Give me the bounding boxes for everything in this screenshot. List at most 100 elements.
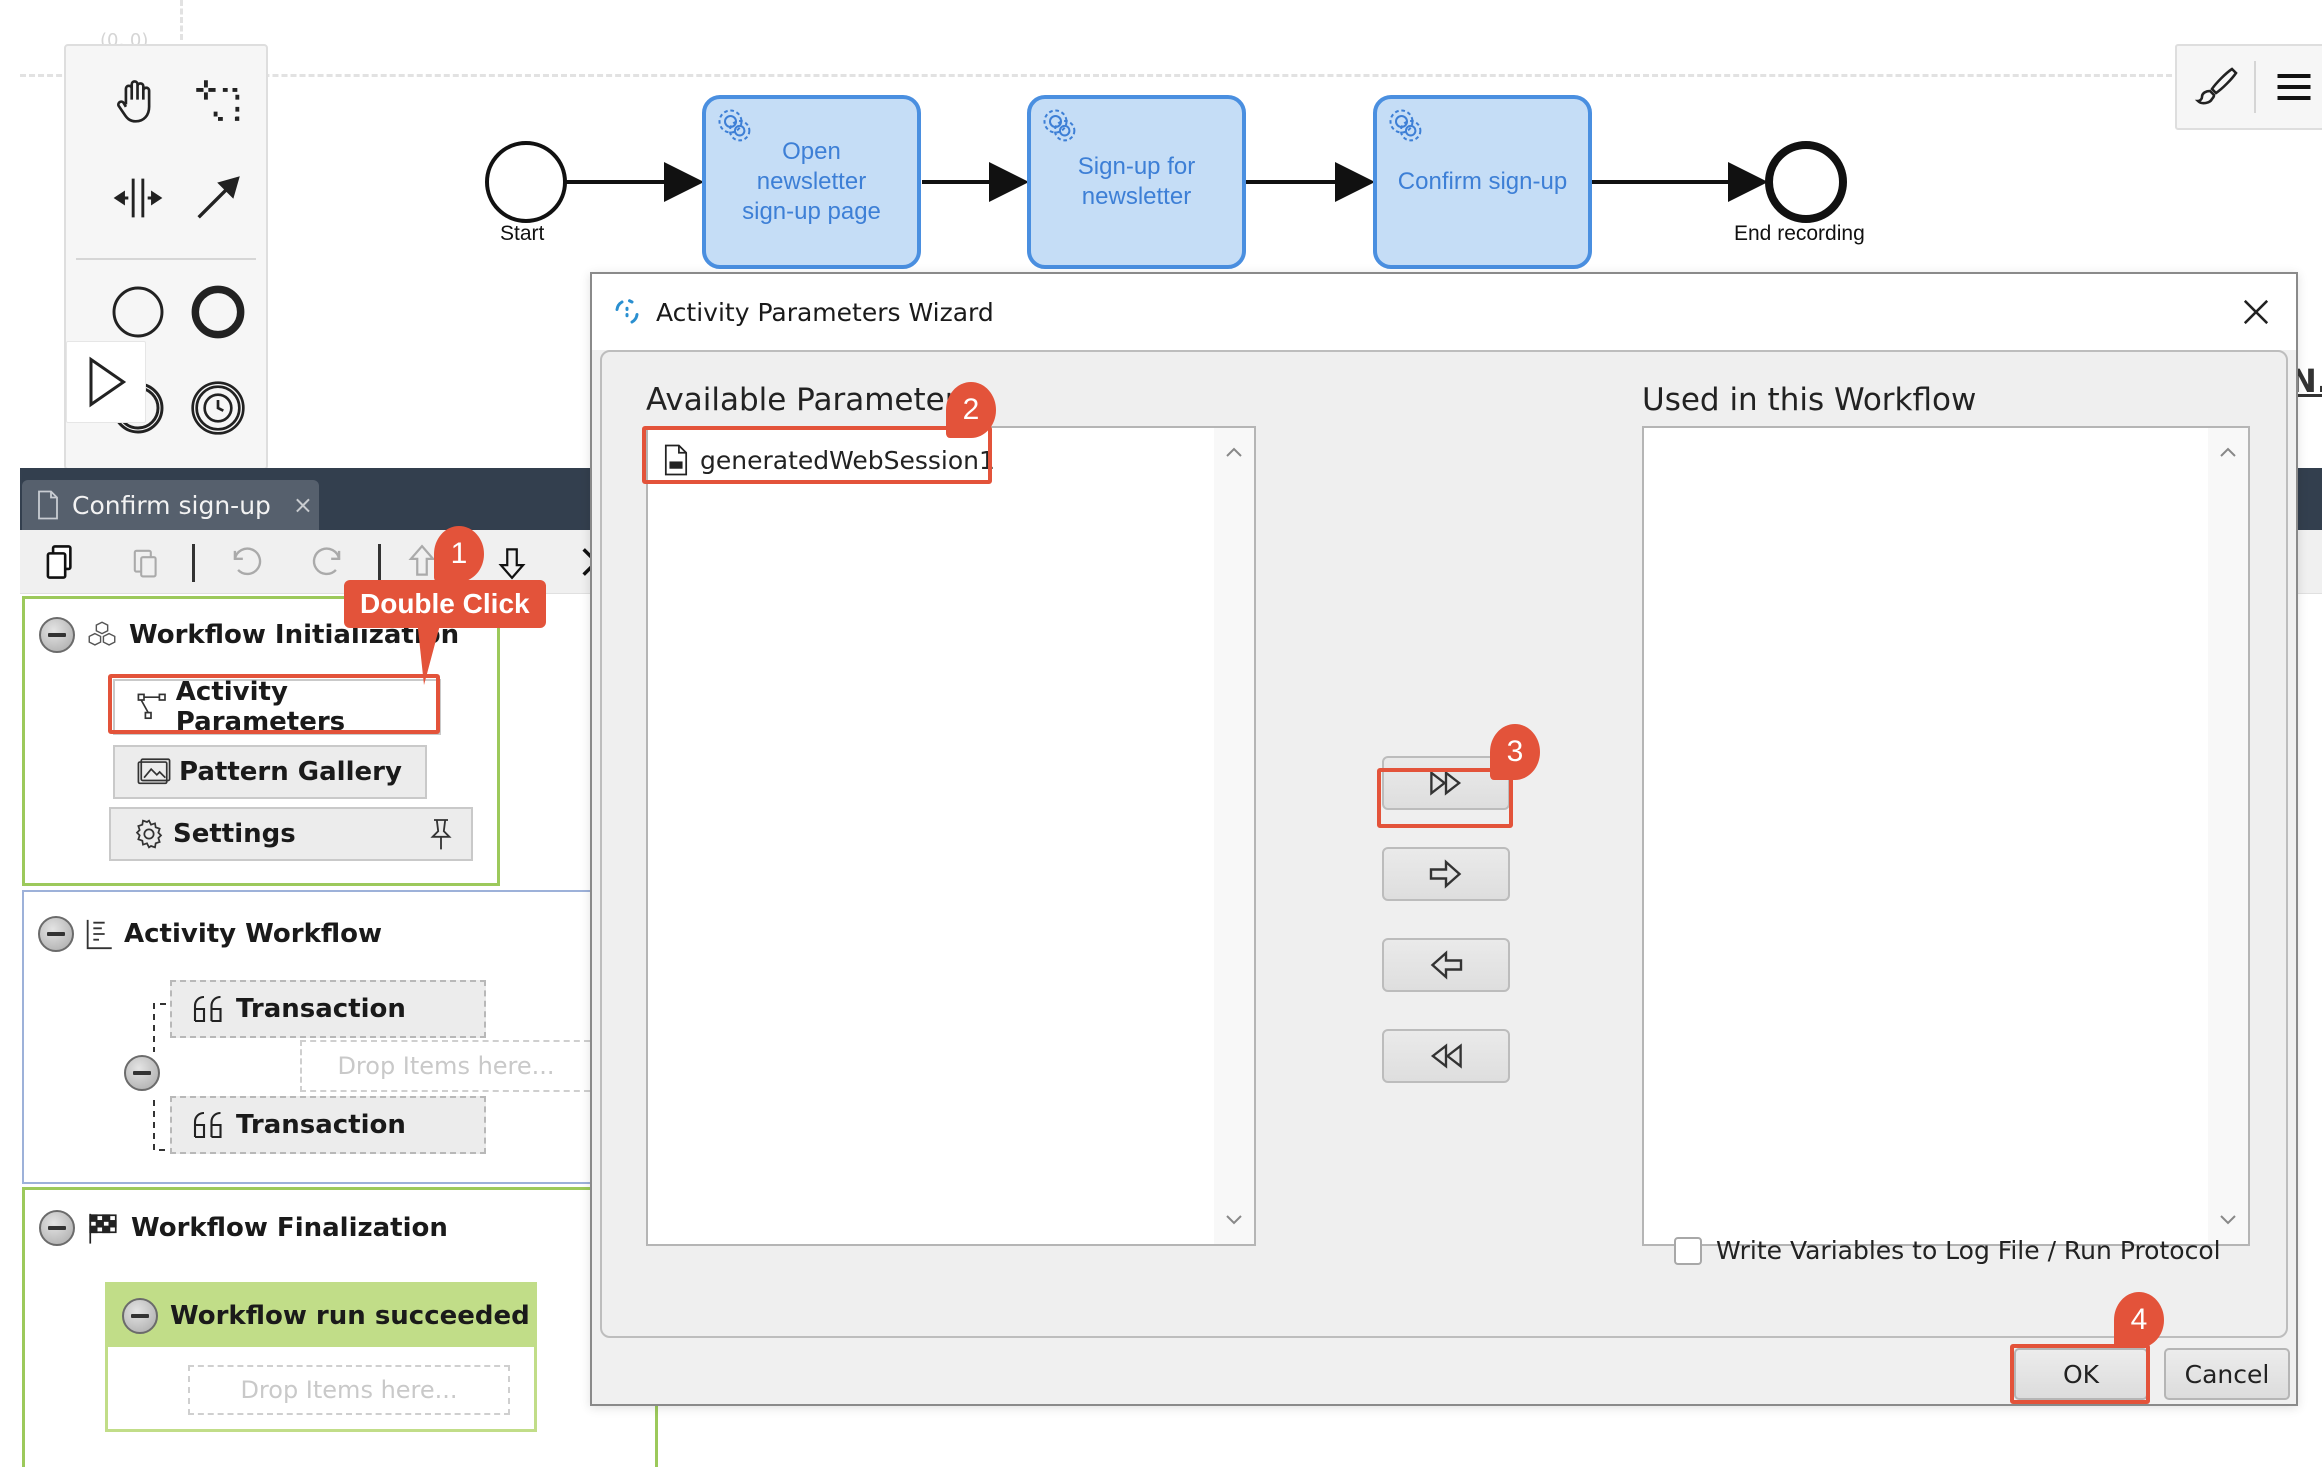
redo-button[interactable]: [306, 540, 350, 584]
scroll-up-icon[interactable]: [2218, 442, 2238, 462]
paint-brush-icon: [2194, 67, 2238, 105]
remove-all-button[interactable]: [1382, 1029, 1510, 1083]
scroll-up-icon[interactable]: [1224, 442, 1244, 462]
available-parameters-list[interactable]: generatedWebSession1: [646, 426, 1256, 1246]
lasso-tool[interactable]: [178, 62, 258, 142]
dialog-close-button[interactable]: [2232, 288, 2280, 336]
list-icon: [86, 919, 112, 950]
service-task-gear-icon: [1043, 109, 1076, 142]
write-variables-option[interactable]: Write Variables to Log File / Run Protoc…: [1674, 1236, 2221, 1265]
service-task-gear-icon: [1389, 109, 1422, 142]
parameter-name: generatedWebSession1: [700, 445, 995, 475]
task-signup-newsletter[interactable]: Sign-up for newsletter: [1027, 95, 1246, 269]
section-title: Workflow Finalization: [131, 1213, 448, 1243]
play-icon: [89, 356, 127, 408]
move-up-button[interactable]: [400, 540, 444, 584]
undo-button[interactable]: [224, 540, 268, 584]
used-in-workflow-list[interactable]: [1642, 426, 2250, 1246]
gallery-icon: [137, 758, 171, 785]
collapse-button[interactable]: [122, 1298, 158, 1334]
menu-button[interactable]: [2256, 47, 2322, 127]
toolbar-separator: [378, 544, 381, 582]
checkbox-label: Write Variables to Log File / Run Protoc…: [1716, 1236, 2221, 1265]
redo-icon: [312, 547, 341, 576]
step-badge-2: 2: [946, 382, 996, 438]
text-file-icon: [664, 444, 688, 476]
activity-workflow-section: Activity Workflow Transaction Drop Items…: [22, 890, 590, 1184]
task-label: Confirm sign-up: [1397, 168, 1568, 195]
section-title: Activity Workflow: [124, 919, 383, 949]
arrow-right-icon: [1429, 859, 1462, 889]
scrollbar[interactable]: [2208, 428, 2248, 1244]
item-label: Activity Parameters: [175, 677, 346, 737]
pattern-gallery-item[interactable]: Pattern Gallery: [113, 745, 427, 799]
parameters-icon: [137, 693, 166, 720]
task-label: Sign-up for newsletter: [1077, 153, 1196, 210]
copy-button[interactable]: [38, 540, 82, 584]
remove-button[interactable]: [1382, 938, 1510, 992]
drop-zone[interactable]: Drop Items here...: [300, 1040, 590, 1092]
activity-parameters-item[interactable]: Activity Parameters: [113, 677, 441, 737]
callout-pointer: [416, 610, 444, 685]
connect-tool[interactable]: [178, 158, 258, 238]
space-tool[interactable]: [98, 158, 178, 238]
item-label: Settings: [173, 819, 296, 849]
scroll-down-icon[interactable]: [2218, 1210, 2238, 1230]
transaction-item[interactable]: Transaction: [170, 1096, 486, 1154]
collapse-button[interactable]: [39, 1210, 75, 1246]
timer-event-tool[interactable]: [178, 368, 258, 448]
space-icon: [113, 178, 163, 218]
move-down-button[interactable]: [490, 540, 534, 584]
used-in-workflow-label: Used in this Workflow: [1642, 382, 1977, 418]
add-button[interactable]: [1382, 847, 1510, 901]
dialog-title-bar: Activity Parameters Wizard: [592, 274, 2296, 350]
hamburger-menu-icon: [2277, 73, 2311, 101]
paste-button[interactable]: [124, 540, 168, 584]
double-chevron-left-icon: [1430, 1043, 1462, 1069]
palette-flyout[interactable]: [66, 341, 146, 423]
ok-button[interactable]: OK: [2014, 1348, 2148, 1400]
step-badge-4: 4: [2114, 1292, 2164, 1348]
hand-tool[interactable]: [98, 62, 178, 142]
write-variables-checkbox[interactable]: [1674, 1236, 1702, 1265]
arrow-icon: [197, 176, 240, 219]
parameter-item-generatedwebsession1[interactable]: generatedWebSession1: [652, 432, 995, 488]
lasso-icon: [196, 80, 240, 121]
tool-palette: [64, 44, 268, 470]
thick-circle-icon: [191, 285, 245, 339]
end-event: [1765, 141, 1847, 223]
start-event-tool[interactable]: [98, 272, 178, 352]
collapse-button[interactable]: [39, 617, 75, 653]
task-confirm-signup[interactable]: Confirm sign-up: [1373, 95, 1592, 269]
scroll-down-icon[interactable]: [1224, 1210, 1244, 1230]
scrollbar[interactable]: [1214, 428, 1254, 1244]
arrow-left-icon: [1430, 950, 1463, 980]
available-parameters-label: Available Parameters: [646, 382, 974, 418]
pin-icon[interactable]: [427, 817, 455, 851]
collapse-button[interactable]: [38, 916, 74, 952]
add-all-button[interactable]: [1382, 756, 1510, 810]
task-open-signup-page[interactable]: Open newsletter sign-up page: [702, 95, 921, 269]
end-event-tool[interactable]: [178, 272, 258, 352]
double-chevron-right-icon: [1430, 770, 1462, 796]
drop-zone[interactable]: Drop Items here...: [188, 1365, 510, 1415]
cancel-button[interactable]: Cancel: [2164, 1348, 2290, 1400]
run-succeeded-block: Workflow run succeeded Drop Items here..…: [105, 1282, 537, 1432]
copy-icon: [46, 545, 72, 579]
transaction-item[interactable]: Transaction: [170, 980, 486, 1038]
paint-brush-button[interactable]: [2177, 47, 2254, 127]
checkered-flag-icon: [89, 1213, 117, 1244]
close-icon: [2243, 299, 2269, 325]
item-label: Transaction: [236, 1110, 406, 1140]
branch-collapse-button[interactable]: [124, 1055, 160, 1091]
document-icon: [38, 490, 58, 520]
tree-connector: [153, 1003, 166, 1151]
start-event-label: Start: [500, 222, 545, 245]
tab-confirm-signup[interactable]: Confirm sign-up ×: [22, 480, 319, 530]
step-badge-3: 3: [1490, 724, 1540, 780]
step-badge-1: 1: [434, 526, 484, 582]
tab-close-button[interactable]: ×: [292, 491, 314, 519]
paste-icon: [133, 549, 157, 578]
settings-item[interactable]: Settings: [109, 807, 473, 861]
dialog-content-panel: Available Parameters generatedWebSession…: [600, 350, 2288, 1338]
